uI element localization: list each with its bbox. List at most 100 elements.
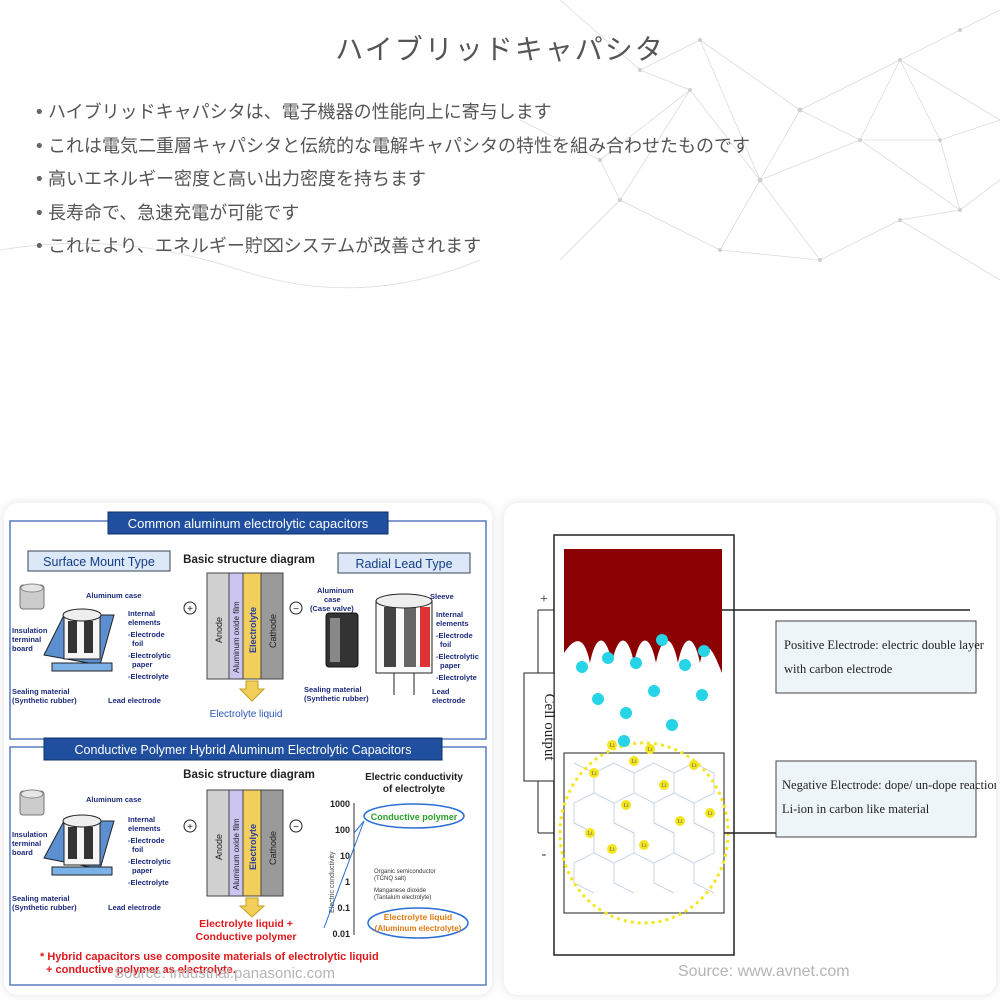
- smd-part-label: elements: [128, 618, 161, 627]
- radial-part-label: -Electrolytic: [436, 652, 479, 661]
- conductivity-ticks: 1000 100 10 1 0.1 0.01: [330, 799, 350, 939]
- radial-part-label: -Electrolyte: [436, 673, 477, 682]
- minus-sign: −: [293, 822, 299, 833]
- tick-label: 0.1: [337, 903, 350, 913]
- conductivity-title-2: of electrolyte: [383, 784, 446, 795]
- layer-label: Aluminum oxide film: [232, 818, 241, 890]
- radial-part-label: (Case valve): [310, 604, 354, 613]
- hybrid-note-line1: * Hybrid capacitors use composite materi…: [40, 951, 379, 963]
- electrolyte-ions: [576, 634, 710, 747]
- mn-label-1: Manganese dioxide: [374, 888, 427, 894]
- layer-label: Electrolyte: [248, 824, 258, 870]
- layer-label: Anode: [214, 834, 224, 860]
- tick-label: 1000: [330, 799, 350, 809]
- smd-capacitor-drawing: [19, 583, 115, 672]
- radial-label: Radial Lead Type: [355, 557, 452, 571]
- smd-part-label: elements: [128, 824, 161, 833]
- layer-diagram-top: Anode Aluminum oxide film Electrolyte Ca…: [183, 572, 303, 720]
- cell-output-label: Cell output: [541, 693, 557, 761]
- right-source-caption: Source: www.avnet.com: [678, 963, 850, 980]
- radial-part-label: case: [324, 595, 341, 604]
- radial-capacitor-drawing: [325, 593, 433, 695]
- negative-electrode-box: [775, 760, 977, 838]
- tick-label: 10: [340, 851, 350, 861]
- li-ion-label: Li: [661, 783, 667, 789]
- electrolyte-liquid-label: Electrolyte liquid: [384, 912, 453, 922]
- bottom-title-bar: [43, 737, 443, 761]
- li-ion-label: Li: [647, 747, 653, 753]
- li-ions: Li Li Li Li Li Li Li Li Li Li Li Li: [585, 740, 715, 854]
- li-ion-label: Li: [609, 743, 615, 749]
- layer-label: Electrolyte: [248, 607, 258, 653]
- smd-label: Surface Mount Type: [43, 555, 155, 569]
- hybrid-cell-svg: Li Li Li Li Li Li Li Li Li Li Li Li + - …: [523, 534, 996, 956]
- li-ion-label: Li: [587, 831, 593, 837]
- radial-part-label: Lead: [432, 687, 450, 696]
- radial-part-label: (Synthetic rubber): [304, 694, 369, 703]
- layer-label: Anode: [214, 617, 224, 643]
- top-title-bar: [107, 511, 389, 535]
- radial-part-labels: Aluminum case (Case valve) Sleeve Intern…: [304, 586, 479, 705]
- electrolyte-liquid-caption: Electrolyte liquid: [210, 709, 283, 720]
- smd-part-label: -Electrode: [128, 836, 165, 845]
- cell-output-box: [523, 672, 555, 782]
- tick-label: 1: [345, 877, 350, 887]
- smd-part-label: Internal: [128, 815, 155, 824]
- smd-part-label: board: [12, 644, 33, 653]
- bullet-text: 長寿命で、急速充電が可能です: [48, 202, 300, 224]
- hybrid-cell-figure: Li Li Li Li Li Li Li Li Li Li Li Li + - …: [504, 503, 996, 995]
- radial-part-label: paper: [440, 661, 461, 670]
- bullet-list: •ハイブリッドキャパシタは、電子機器の性能向上に寄与します •これは電気二重層キ…: [34, 96, 750, 264]
- plus-sign: +: [187, 604, 193, 615]
- li-ion-label: Li: [631, 759, 637, 765]
- smd-part-label: -Electrolyte: [128, 672, 169, 681]
- hybrid-caption-line1: Electrolyte liquid +: [199, 918, 293, 930]
- radial-part-label: foil: [440, 640, 451, 649]
- radial-part-label: electrode: [432, 696, 465, 705]
- positive-terminal-sign: +: [540, 592, 548, 607]
- layer-label: Aluminum oxide film: [232, 601, 241, 673]
- left-source-caption: Source: industrial.panasonic.com: [114, 965, 335, 982]
- bullet-item: •高いエネルギー密度と高い出力密度を持ちます: [34, 163, 750, 197]
- smd-part-labels: Aluminum case Insulation terminal board …: [12, 591, 171, 705]
- li-ion-label: Li: [677, 819, 683, 825]
- radial-part-label: -Electrode: [436, 631, 473, 640]
- smd-part-label: board: [12, 848, 33, 857]
- bullet-dot: •: [34, 169, 45, 190]
- polymer-connector: [323, 820, 365, 929]
- organic-label-1: Organic semiconductor: [374, 869, 436, 875]
- smd-part-label: paper: [132, 660, 153, 669]
- li-ion-label: Li: [641, 843, 647, 849]
- smd-part-label: Sealing material: [12, 894, 70, 903]
- smd-part-label: Aluminum case: [86, 591, 141, 600]
- page-title: ハイブリッドキャパシタ: [335, 33, 665, 66]
- smd-part-label: paper: [132, 866, 153, 875]
- smd-part-labels-bottom: Aluminum case Insulation terminal board …: [12, 795, 171, 912]
- smd-part-label: Insulation: [12, 626, 48, 635]
- bullet-text: これは電気二重層キャパシタと伝統的な電解キャパシタの特性を組み合わせたものです: [48, 135, 750, 157]
- smd-part-label: Lead electrode: [108, 903, 161, 912]
- bullet-item: •長寿命で、急速充電が可能です: [34, 197, 750, 231]
- conductivity-title-1: Electric conductivity: [365, 772, 463, 783]
- conductive-polymer-label: Conductive polymer: [371, 812, 458, 822]
- smd-part-label: (Synthetic rubber): [12, 903, 77, 912]
- negative-electrode-line2: Li-ion in carbon like material: [782, 802, 930, 816]
- smd-capacitor-drawing-bottom: [19, 789, 115, 876]
- positive-electrode-box: [775, 620, 977, 694]
- hybrid-caption-line2: Conductive polymer: [196, 931, 297, 943]
- electrolyte-liquid-bubble: [367, 907, 469, 939]
- bullet-dot: •: [34, 102, 45, 123]
- capacitor-structure-svg: Common aluminum electrolytic capacitors …: [9, 511, 487, 986]
- li-ion-label: Li: [691, 763, 697, 769]
- positive-electrode-line2: with carbon electrode: [784, 662, 893, 676]
- li-ion-label: Li: [623, 803, 629, 809]
- smd-label-box: [27, 550, 171, 572]
- smd-part-label: -Electrolytic: [128, 857, 171, 866]
- negative-terminal-sign: -: [542, 847, 547, 862]
- tick-label: 100: [335, 825, 350, 835]
- smd-part-label: terminal: [12, 839, 41, 848]
- bullet-item: •これは電気二重層キャパシタと伝統的な電解キャパシタの特性を組み合わせたものです: [34, 130, 750, 164]
- conductivity-axis-label: Electric conductivity: [329, 851, 336, 913]
- polymer-connector: [353, 820, 365, 834]
- li-ion-label: Li: [707, 811, 713, 817]
